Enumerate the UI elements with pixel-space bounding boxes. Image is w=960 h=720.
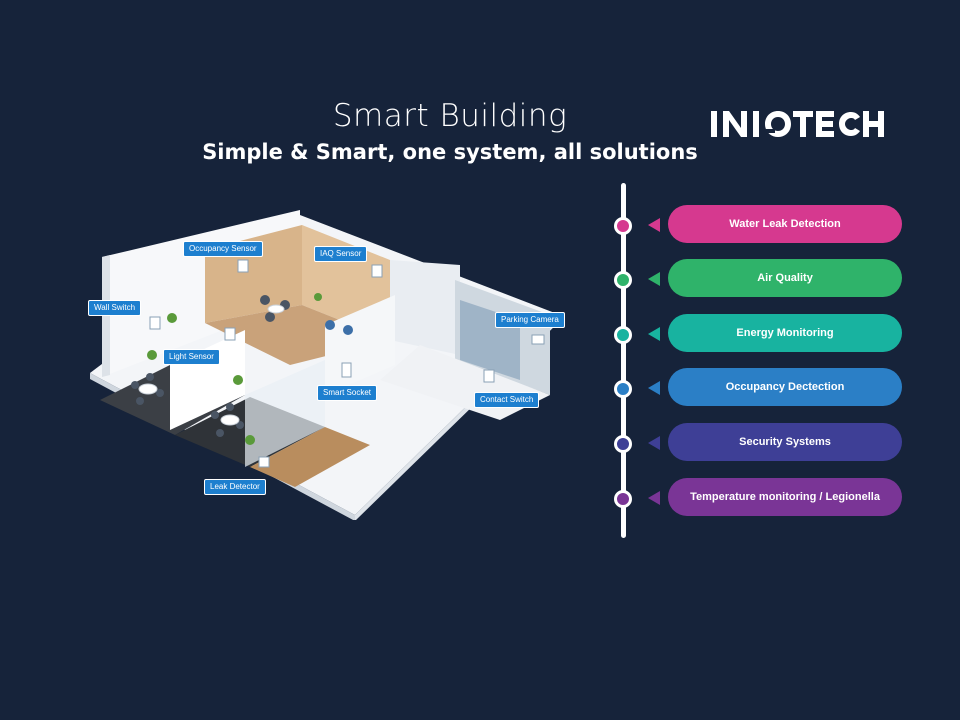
callout-smart-socket: Smart Socket	[317, 385, 378, 401]
solution-item-security: Security Systems	[612, 423, 912, 463]
solution-item-energy: Energy Monitoring	[612, 314, 912, 354]
arrow-left-icon	[648, 272, 660, 286]
callout-parking-camera: Parking Camera	[495, 312, 565, 328]
building-illustration: Occupancy Sensor IAQ Sensor Wall Switch …	[80, 205, 600, 521]
solution-pill: Security Systems	[668, 423, 902, 461]
solution-pill: Occupancy Dectection	[668, 368, 902, 406]
timeline-dot-icon	[614, 271, 632, 289]
solution-item-air-quality: Air Quality	[612, 259, 912, 299]
arrow-left-icon	[648, 218, 660, 232]
timeline-dot-icon	[614, 326, 632, 344]
solution-item-occupancy: Occupancy Dectection	[612, 368, 912, 408]
callout-wall-switch: Wall Switch	[88, 300, 142, 316]
callout-leak-detector: Leak Detector	[204, 479, 266, 495]
page-subtitle: Simple & Smart, one system, all solution…	[202, 140, 698, 164]
brand-logo	[708, 106, 908, 142]
solution-pill: Energy Monitoring	[668, 314, 902, 352]
timeline-dot-icon	[614, 490, 632, 508]
callout-iaq-sensor: IAQ Sensor	[314, 246, 368, 262]
callout-light-sensor: Light Sensor	[163, 349, 220, 365]
arrow-left-icon	[648, 327, 660, 341]
arrow-left-icon	[648, 381, 660, 395]
solution-item-water-leak: Water Leak Detection	[612, 205, 912, 245]
timeline-dot-icon	[614, 380, 632, 398]
timeline-line	[621, 183, 626, 538]
solution-pill: Temperature monitoring / Legionella	[668, 478, 902, 516]
callout-occupancy-sensor: Occupancy Sensor	[183, 241, 263, 257]
floorplan-image	[90, 210, 560, 521]
solution-pill: Water Leak Detection	[668, 205, 902, 243]
solution-item-temperature: Temperature monitoring / Legionella	[612, 478, 912, 518]
arrow-left-icon	[648, 436, 660, 450]
timeline-dot-icon	[614, 217, 632, 235]
iniotech-logo-icon	[711, 111, 884, 137]
timeline-dot-icon	[614, 435, 632, 453]
solution-pill: Air Quality	[668, 259, 902, 297]
callout-contact-switch: Contact Switch	[474, 392, 540, 408]
page-title: Smart Building	[332, 98, 568, 134]
arrow-left-icon	[648, 491, 660, 505]
